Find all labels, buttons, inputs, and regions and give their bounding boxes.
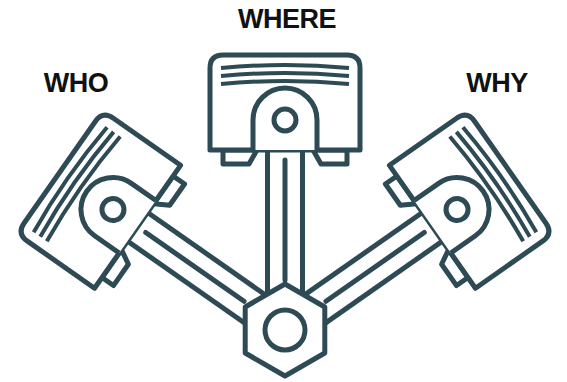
piston xyxy=(210,55,360,164)
label-holder: WHY xyxy=(466,68,528,98)
piston-label: WHO xyxy=(44,68,108,98)
label-holder: WHERE xyxy=(238,4,336,34)
piston xyxy=(17,111,192,296)
piston-label: WHY xyxy=(466,68,528,98)
piston-label: WHERE xyxy=(238,4,336,34)
piston xyxy=(378,111,553,296)
crank-pin xyxy=(265,310,305,350)
crank-hub xyxy=(245,284,325,376)
label-holder: WHO xyxy=(44,68,108,98)
